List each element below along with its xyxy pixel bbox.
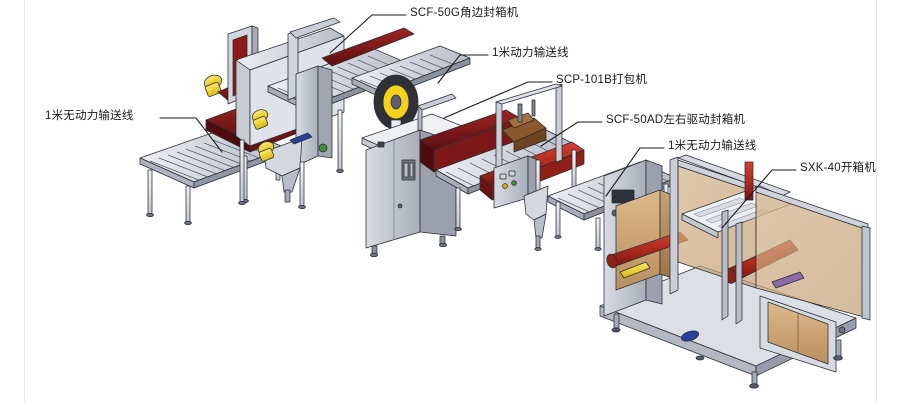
left-right-drive-carton-sealer-unit (419, 83, 585, 251)
leader-line-left-right-drive-carton-sealer (540, 121, 603, 147)
case-erector-unit (599, 154, 871, 389)
leader-line-unpowered-conveyor-left (159, 117, 223, 153)
strapping-machine-unit (361, 74, 473, 258)
frame-border-left (24, 0, 25, 402)
callout-label-strapping-machine: SCP-101B打包机 (556, 74, 648, 86)
callout-label-case-erector: SXK-40开箱机 (800, 162, 876, 174)
callout-label-unpowered-conveyor-left: 1米无动力输送线 (45, 110, 134, 122)
leader-line-strapping-machine (443, 81, 553, 119)
leader-line-corner-edge-carton-sealer (329, 14, 407, 54)
callout-leader-lines (159, 14, 797, 229)
leader-line-unpowered-conveyor-right (605, 147, 665, 197)
corner-edge-carton-sealer-unit (203, 17, 415, 209)
callout-label-unpowered-conveyor-right: 1米无动力输送线 (668, 140, 757, 152)
leader-line-powered-conveyor-1m (437, 54, 489, 84)
callout-label-left-right-drive-carton-sealer: SCF-50AD左右驱动封箱机 (606, 114, 746, 126)
callout-label-powered-conveyor-1m: 1米动力输送线 (492, 47, 569, 59)
leader-line-case-erector (721, 169, 797, 229)
frame-border-right (876, 0, 877, 402)
callout-label-corner-edge-carton-sealer: SCF-50G角边封箱机 (410, 7, 519, 19)
